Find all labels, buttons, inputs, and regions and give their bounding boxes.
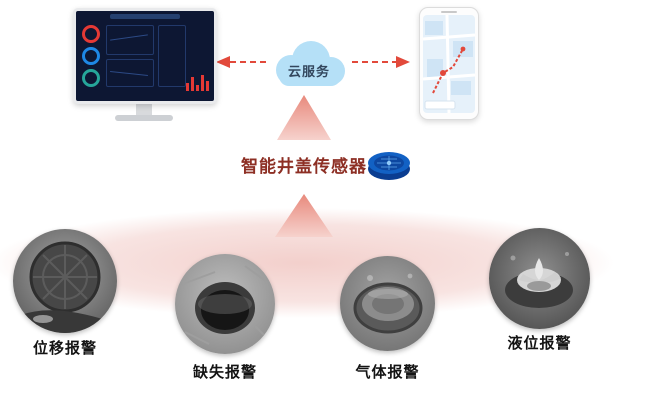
dashboard-screen [73, 8, 217, 104]
phone-speaker-icon [441, 11, 457, 13]
smartphone [419, 7, 479, 120]
sensor-label: 智能井盖传感器 [241, 157, 367, 176]
donut-chart-icon [82, 69, 100, 87]
donut-chart-icon [82, 25, 100, 43]
cloud-icon [276, 41, 345, 86]
manhole-photo-gas [340, 256, 435, 351]
manhole-photo-liquid-level [489, 228, 590, 329]
monitoring-workstation [73, 8, 217, 121]
dashboard-header-bar [110, 14, 180, 19]
map-pin-icon [440, 70, 446, 76]
monitor-stand [136, 104, 152, 115]
map-view [423, 15, 475, 113]
monitor-base [115, 115, 173, 121]
arrow-right-icon [396, 56, 410, 68]
map-screen [423, 15, 475, 113]
manhole-photo-displacement [13, 229, 117, 333]
donut-chart-icon [82, 47, 100, 65]
triangle-up-top-icon [277, 95, 331, 140]
alarm-label-displacement: 位移报警 [32, 340, 97, 357]
triangle-up-bottom-icon [275, 194, 333, 237]
manhole-photo-missing [175, 254, 275, 354]
alarm-label-missing: 缺失报警 [192, 364, 257, 381]
arrow-left-icon [216, 56, 230, 68]
alarm-label-gas: 气体报警 [355, 364, 420, 381]
sensor-device-icon [365, 145, 413, 183]
map-pin-icon [460, 46, 466, 52]
dashboard-panel [158, 25, 186, 87]
dashboard-panel [106, 25, 154, 55]
cloud-service-label: 云服务 [287, 64, 330, 79]
cloud-service: 云服务 [263, 40, 355, 92]
dashboard-panel [106, 59, 154, 87]
alarm-label-liquid-level: 液位报警 [507, 335, 572, 352]
bar-chart-icon [186, 75, 209, 91]
